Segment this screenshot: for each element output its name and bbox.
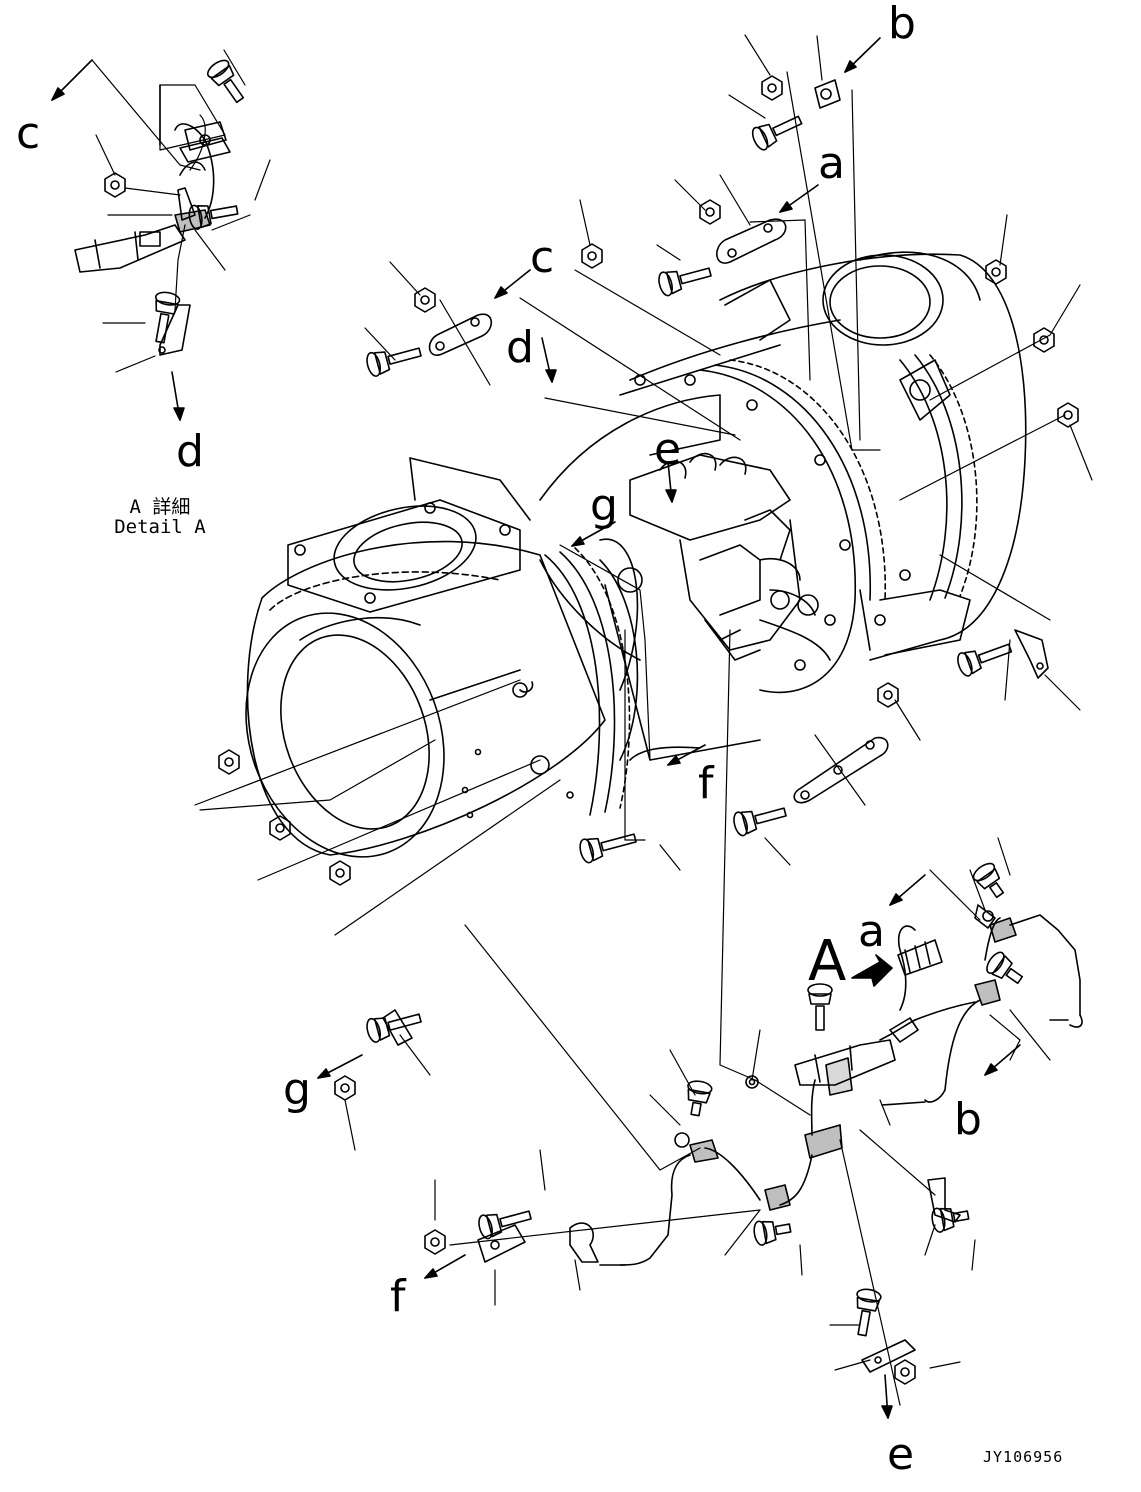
reference-arrows [52, 38, 1020, 1418]
ref-label-g: g [590, 480, 618, 531]
drawing-id: JY106956 [983, 1448, 1064, 1466]
ref-label-a: a [858, 906, 885, 957]
view-marker-a: A [808, 929, 847, 994]
detail-caption-english: Detail A [114, 515, 206, 538]
bolts [148, 57, 1027, 1337]
nuts [105, 76, 1078, 1384]
ref-label-b: b [888, 0, 916, 49]
ref-label-c: c [530, 232, 555, 283]
detail-caption: A 詳細 Detail A [108, 496, 212, 538]
sensor-harnesses [75, 124, 1082, 1265]
ref-label-a: a [818, 138, 845, 189]
ref-label-b: b [954, 1094, 982, 1145]
ref-label-f: f [698, 758, 714, 809]
clamps-brackets [159, 80, 1048, 1372]
ref-label-e: e [654, 424, 682, 475]
ref-label-d: d [176, 426, 204, 477]
ref-label-f: f [390, 1271, 406, 1322]
ref-label-d: d [506, 322, 534, 373]
leader-lines [92, 35, 1092, 1405]
ref-label-e: e [887, 1429, 915, 1480]
detail-caption-japanese: A 詳細 [129, 496, 191, 518]
ref-label-g: g [283, 1064, 311, 1115]
ref-label-c: c [16, 108, 41, 159]
dpf-scr-assembly [213, 252, 1026, 885]
